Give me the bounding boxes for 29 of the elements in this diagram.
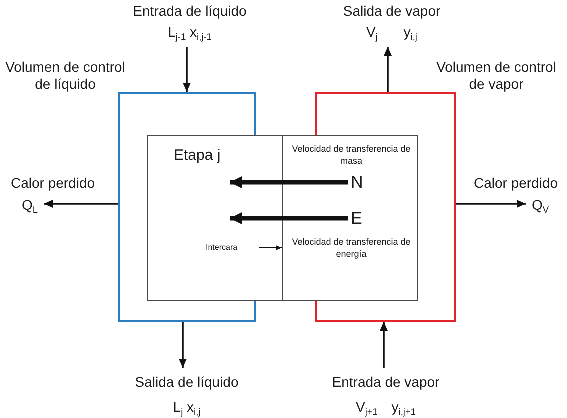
stream-label: Salida de vapor bbox=[343, 3, 441, 20]
stage-box bbox=[147, 135, 418, 301]
stream-variables: V$_{j+1}$ y$_{i,j+1}$ bbox=[356, 399, 416, 416]
volume-label: Volumen de control de vapor bbox=[436, 58, 558, 92]
stage-label: Etapa j bbox=[174, 147, 221, 164]
arrow bbox=[230, 212, 348, 224]
arrow bbox=[179, 322, 187, 368]
stream-label: Entrada de vapor bbox=[332, 374, 440, 391]
arrow bbox=[456, 200, 526, 208]
stream-variables: L$_{j-1}$ x$_{i,j-1}$ bbox=[168, 24, 212, 41]
stream-variables: V$_{j}$ y$_{i,j}$ bbox=[366, 24, 418, 41]
heat-symbol: Q$_{V}$ bbox=[532, 197, 550, 214]
interface-line bbox=[282, 136, 283, 300]
arrow bbox=[44, 200, 118, 208]
arrow bbox=[183, 47, 191, 92]
stream-variables: L$_{j}$ x$_{i,j}$ bbox=[173, 399, 201, 416]
stream-label: Entrada de líquido bbox=[133, 3, 247, 20]
interface-label: Intercara bbox=[206, 243, 259, 253]
volume-label: Volumen de control de líquido bbox=[4, 58, 126, 92]
rate-caption: Velocidad de transferencia de energía bbox=[291, 236, 412, 260]
heat-symbol: Q$_{L}$ bbox=[22, 197, 38, 214]
edge-label: E bbox=[351, 208, 362, 229]
arrow bbox=[380, 322, 388, 368]
rate-caption: Velocidad de transferencia de masa bbox=[291, 143, 412, 167]
stream-label: Salida de líquido bbox=[135, 374, 239, 391]
heat-loss-label: Calor perdido bbox=[474, 175, 558, 192]
arrow bbox=[258, 246, 282, 250]
heat-loss-label: Calor perdido bbox=[10, 175, 96, 192]
arrow bbox=[384, 47, 392, 92]
